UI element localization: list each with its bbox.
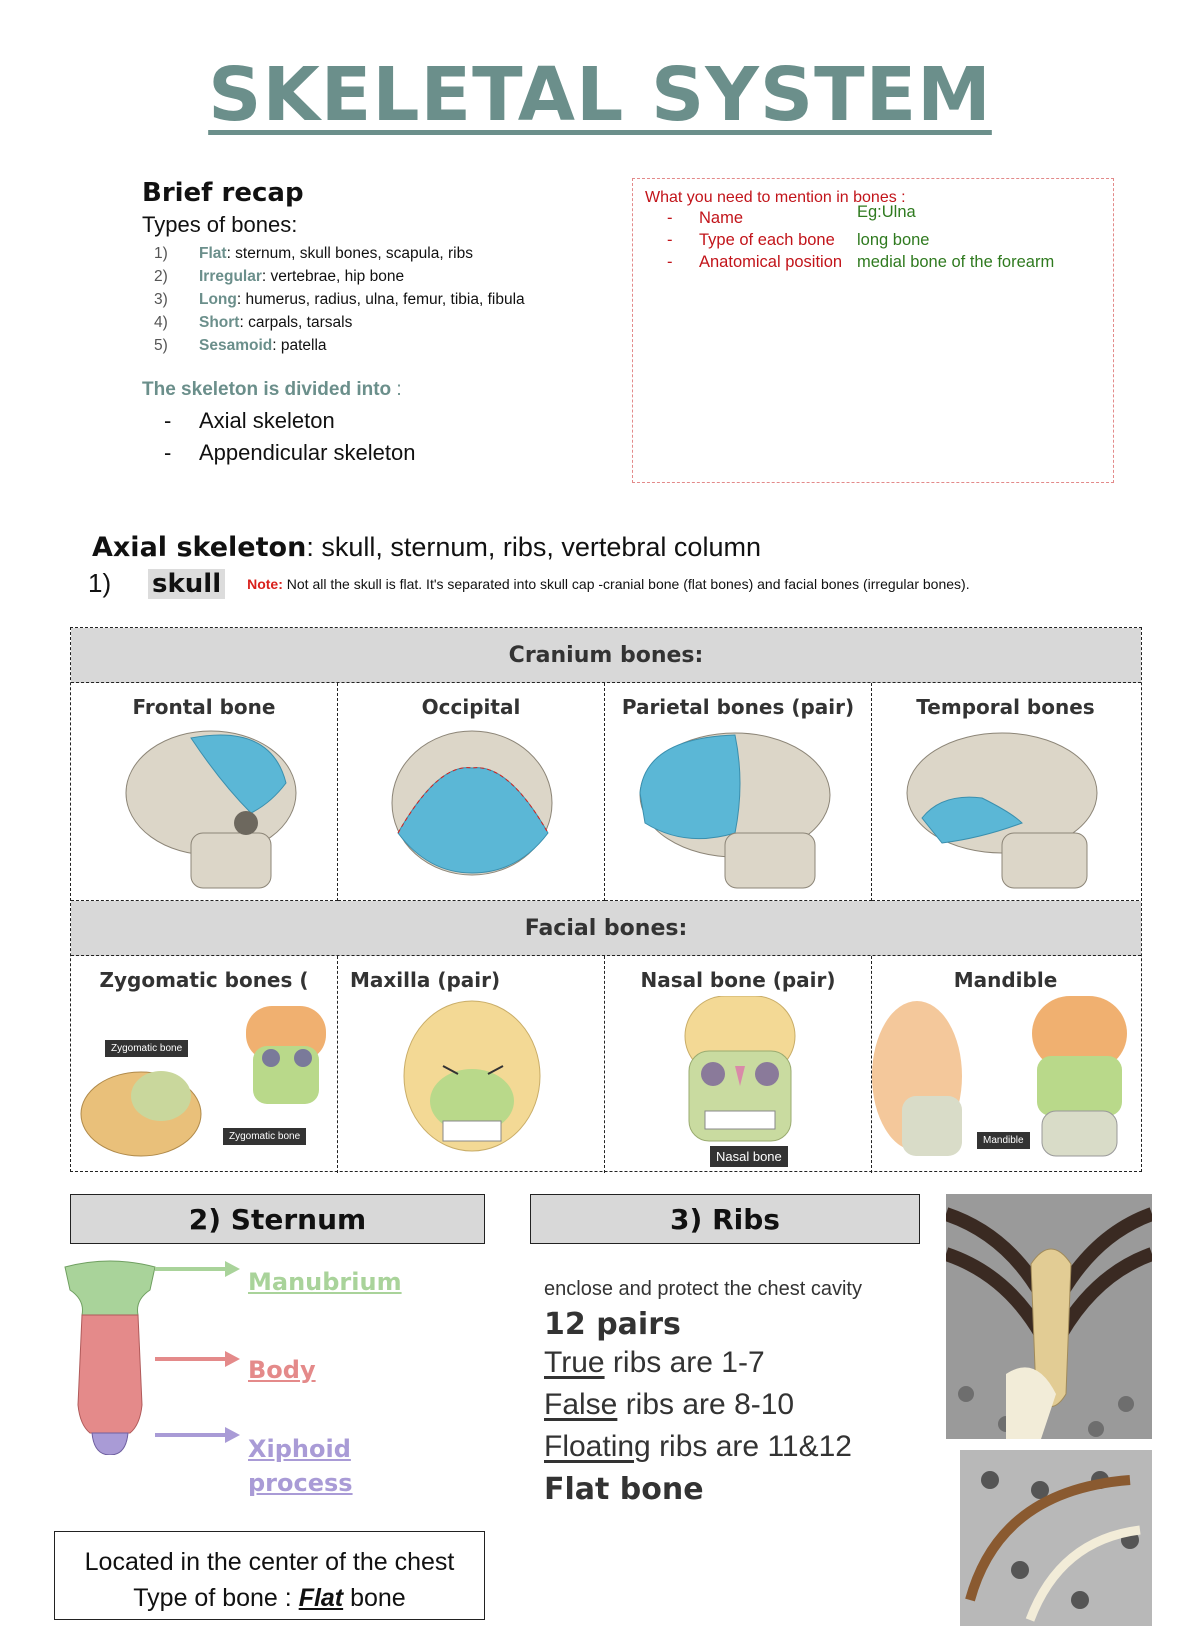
sternum-diagram xyxy=(64,1260,240,1455)
cell-parietal-bones: Parietal bones (pair) xyxy=(605,683,872,901)
sternum-info-box: Located in the center of the chest Type … xyxy=(54,1531,485,1620)
ribs-info: enclose and protect the chest cavity 12 … xyxy=(544,1278,924,1507)
cell-frontal-bone: Frontal bone xyxy=(71,683,338,901)
skull-label: skull xyxy=(148,568,226,599)
recap-heading: Brief recap xyxy=(142,178,304,208)
zygomatic-tag-1: Zygomatic bone xyxy=(105,1040,189,1057)
types-label: Types of bones: xyxy=(142,212,298,237)
mention-box: What you need to mention in bones : -Nam… xyxy=(632,178,1114,483)
ribs-pairs: 12 pairs xyxy=(544,1307,681,1342)
frontal-skull-image xyxy=(125,730,297,889)
manubrium-label: Manubrium xyxy=(248,1268,402,1296)
ribs-floating: Floating ribs are 11&12 xyxy=(544,1430,852,1463)
list-item: 2)Irregular: vertebrae, hip bone xyxy=(154,268,405,285)
cell-zygomatic-bones: Zygomatic bones ( Zygomatic bone Zygomat… xyxy=(71,956,338,1173)
cell-occipital: Occipital xyxy=(338,683,605,901)
sternum-heading: 2) Sternum xyxy=(70,1194,485,1244)
rib-photo xyxy=(960,1450,1152,1626)
mandible-skull-image xyxy=(872,996,1127,1157)
temporal-skull-image xyxy=(906,732,1098,889)
nasal-skull-image xyxy=(684,996,796,1142)
list-item: -Appendicular skeleton xyxy=(164,440,416,465)
parietal-skull-image xyxy=(639,732,831,889)
list-item: 3)Long: humerus, radius, ulna, femur, ti… xyxy=(154,291,525,308)
sternum-location: Located in the center of the chest xyxy=(84,1548,455,1576)
brief-recap: Brief recap Types of bones: 1)Flat: ster… xyxy=(142,178,602,469)
list-item: 5)Sesamoid: patella xyxy=(154,337,327,354)
ribs-flat: Flat bone xyxy=(544,1472,704,1507)
sternum-type: Type of bone : Flat bone xyxy=(133,1584,406,1612)
body-label: Body xyxy=(248,1356,316,1384)
cell-temporal-bones: Temporal bones xyxy=(872,683,1139,901)
cell-maxilla: Maxilla (pair) xyxy=(338,956,605,1173)
xiphoid-label: Xiphoid process xyxy=(248,1435,353,1497)
mention-heading: What you need to mention in bones : xyxy=(645,189,906,206)
zygomatic-tag-2: Zygomatic bone xyxy=(223,1128,307,1145)
cell-mandible: Mandible Mandible xyxy=(872,956,1139,1173)
nasal-tag: Nasal bone xyxy=(710,1146,788,1167)
cell-nasal-bone: Nasal bone (pair) Nasal bone xyxy=(605,956,872,1173)
page-title: SKELETAL SYSTEM xyxy=(208,52,992,138)
mandible-tag: Mandible xyxy=(977,1132,1030,1149)
list-item: -Axial skeleton xyxy=(164,408,335,433)
maxilla-skull-image xyxy=(403,1000,541,1152)
zygomatic-skull-image xyxy=(80,1006,326,1157)
bones-table: Cranium bones: Frontal bone Occipital Pa… xyxy=(70,627,1142,1173)
list-item: 4)Short: carpals, tarsals xyxy=(154,314,353,331)
facial-heading: Facial bones: xyxy=(71,901,1141,956)
list-item: 1)Flat: sternum, skull bones, scapula, r… xyxy=(154,245,473,262)
skull-note: Note: Not all the skull is flat. It's se… xyxy=(247,575,970,592)
ribcage-photo xyxy=(946,1194,1152,1439)
divisions-list: -Axial skeleton -Appendicular skeleton xyxy=(142,405,602,469)
ribs-true: True ribs are 1-7 xyxy=(544,1346,765,1379)
skull-subheading: 1) skull Note: Not all the skull is flat… xyxy=(88,568,970,599)
axial-heading: Axial skeleton: skull, sternum, ribs, ve… xyxy=(92,532,761,563)
occipital-skull-image xyxy=(391,730,553,876)
cranium-heading: Cranium bones: xyxy=(71,628,1141,683)
divided-label: The skeleton is divided into : xyxy=(142,379,402,400)
ribs-heading: 3) Ribs xyxy=(530,1194,920,1244)
ribs-false: False ribs are 8-10 xyxy=(544,1388,795,1421)
types-list: 1)Flat: sternum, skull bones, scapula, r… xyxy=(142,242,602,357)
ribs-enclose: enclose and protect the chest cavity xyxy=(544,1278,862,1300)
